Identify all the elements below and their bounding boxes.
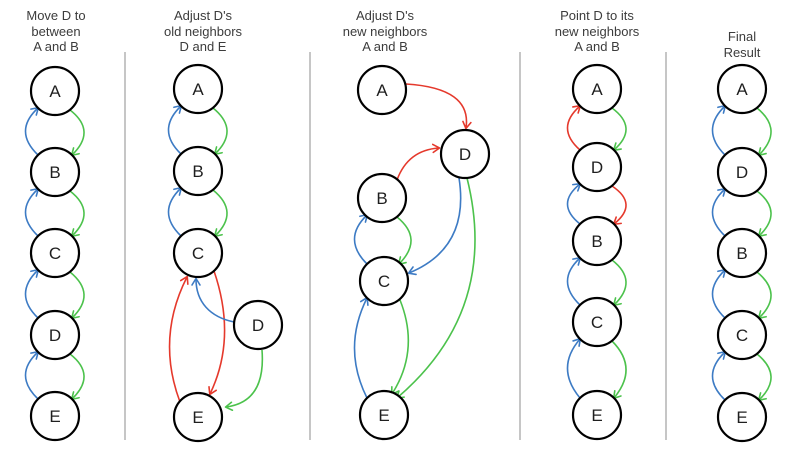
node-circle-E-panel5 bbox=[716, 391, 768, 443]
arrow-C-to-E-next bbox=[756, 353, 772, 402]
node-label-A-panel3: A bbox=[376, 81, 388, 100]
node-label-E-panel5: E bbox=[736, 408, 747, 427]
arrow-E-to-C-prev bbox=[353, 296, 369, 399]
arrow-B-to-D-prev bbox=[711, 187, 727, 237]
arrow-B-to-C-next bbox=[396, 216, 412, 266]
arrow-B-to-D-changed bbox=[396, 143, 441, 181]
node-label-D-panel4: D bbox=[591, 158, 603, 177]
arrow-A-to-B-next bbox=[69, 109, 85, 157]
arrow-D-to-B-next bbox=[756, 190, 772, 238]
panel-title: Adjust D's old neighbors D and E bbox=[163, 8, 243, 54]
node-circle-C-panel2 bbox=[172, 227, 224, 279]
arrow-C-to-B-prev bbox=[711, 268, 727, 319]
arrow-D-to-A-prev bbox=[711, 104, 727, 156]
arrow-A-to-D-next bbox=[756, 107, 772, 157]
node-label-E-panel1: E bbox=[49, 407, 60, 426]
node-circle-E-panel3 bbox=[358, 389, 410, 441]
node-circle-C-panel5 bbox=[716, 309, 768, 361]
node-label-A-panel2: A bbox=[192, 80, 204, 99]
arrow-B-to-C-next bbox=[611, 259, 627, 307]
panel-title: Final Result bbox=[723, 29, 761, 60]
node-label-A-panel5: A bbox=[736, 80, 748, 99]
node-label-B-panel2: B bbox=[192, 162, 203, 181]
arrow-C-to-B-prev bbox=[24, 187, 40, 237]
node-circle-E-panel1 bbox=[29, 390, 81, 442]
arrow-B-to-D-prev bbox=[566, 182, 582, 225]
node-circle-B-panel3 bbox=[356, 172, 408, 224]
arrow-D-to-E-next bbox=[69, 353, 85, 401]
node-circle-D-panel2 bbox=[232, 299, 284, 351]
node-label-C-panel1: C bbox=[49, 244, 61, 263]
arrow-D-to-A-changed bbox=[566, 104, 582, 151]
arrow-D-to-C-prev bbox=[191, 277, 235, 323]
node-label-D-panel3: D bbox=[459, 145, 471, 164]
node-circle-D-panel4 bbox=[571, 141, 623, 193]
node-circle-B-panel2 bbox=[172, 145, 224, 197]
node-label-C-panel2: C bbox=[192, 244, 204, 263]
node-label-D-panel2: D bbox=[252, 316, 264, 335]
arrow-C-to-B-prev bbox=[167, 186, 183, 237]
panel-title: Move D to between A and B bbox=[26, 8, 86, 54]
arrow-B-to-C-next bbox=[69, 190, 85, 238]
node-circle-D-panel1 bbox=[29, 309, 81, 361]
arrow-C-to-E-next bbox=[611, 340, 627, 400]
arrow-D-to-B-changed bbox=[611, 185, 627, 226]
node-label-A-panel1: A bbox=[49, 82, 61, 101]
node-label-B-panel5: B bbox=[736, 244, 747, 263]
arrow-E-to-C-prev bbox=[566, 337, 582, 399]
node-circle-A-panel2 bbox=[172, 63, 224, 115]
node-circle-E-panel2 bbox=[172, 391, 224, 443]
arrow-D-to-C-prev bbox=[407, 177, 462, 276]
arrow-C-to-B-prev bbox=[353, 213, 369, 265]
arrow-D-to-E-next bbox=[224, 349, 264, 412]
node-label-C-panel5: C bbox=[736, 326, 748, 345]
arrow-B-to-C-next bbox=[212, 189, 228, 238]
node-circle-E-panel4 bbox=[571, 389, 623, 441]
arrow-B-to-A-prev bbox=[167, 104, 183, 155]
node-circle-A-panel5 bbox=[716, 63, 768, 115]
arrow-A-to-B-next bbox=[212, 107, 228, 156]
node-circle-D-panel3 bbox=[439, 128, 491, 180]
node-label-A-panel4: A bbox=[591, 80, 603, 99]
arrow-E-to-C-prev bbox=[711, 350, 727, 401]
node-label-B-panel3: B bbox=[376, 189, 387, 208]
node-label-E-panel4: E bbox=[591, 406, 602, 425]
arrow-B-to-A-prev bbox=[24, 106, 40, 156]
arrow-A-to-D-next bbox=[611, 107, 627, 152]
arrow-C-to-D-next bbox=[69, 271, 85, 320]
node-label-D-panel5: D bbox=[736, 163, 748, 182]
node-label-E-panel3: E bbox=[378, 406, 389, 425]
node-circle-C-panel1 bbox=[29, 227, 81, 279]
node-circle-A-panel4 bbox=[571, 63, 623, 115]
node-circle-D-panel5 bbox=[716, 146, 768, 198]
arrow-C-to-B-prev bbox=[566, 256, 582, 306]
arrow-A-to-D-changed bbox=[405, 83, 472, 130]
arrow-C-to-E-next bbox=[390, 299, 410, 396]
panel-title: Adjust D's new neighbors A and B bbox=[342, 8, 428, 54]
node-circle-B-panel1 bbox=[29, 146, 81, 198]
arrow-C-to-E-changed bbox=[208, 270, 226, 396]
panel-title: Point D to its new neighbors A and B bbox=[554, 8, 640, 54]
arrow-B-to-C-next bbox=[756, 271, 772, 320]
node-label-E-panel2: E bbox=[192, 408, 203, 427]
node-circle-C-panel4 bbox=[571, 296, 623, 348]
node-label-D-panel1: D bbox=[49, 326, 61, 345]
node-circle-B-panel5 bbox=[716, 227, 768, 279]
node-label-C-panel3: C bbox=[378, 272, 390, 291]
arrow-D-to-E-next bbox=[395, 177, 476, 400]
arrow-E-to-C-changed bbox=[168, 275, 189, 403]
node-label-C-panel4: C bbox=[591, 313, 603, 332]
node-circle-A-panel1 bbox=[29, 65, 81, 117]
node-circle-C-panel3 bbox=[358, 255, 410, 307]
node-label-B-panel1: B bbox=[49, 163, 60, 182]
arrow-E-to-D-prev bbox=[24, 350, 40, 400]
node-circle-A-panel3 bbox=[356, 64, 408, 116]
node-circle-B-panel4 bbox=[571, 215, 623, 267]
node-label-B-panel4: B bbox=[591, 232, 602, 251]
arrow-D-to-C-prev bbox=[24, 268, 40, 319]
